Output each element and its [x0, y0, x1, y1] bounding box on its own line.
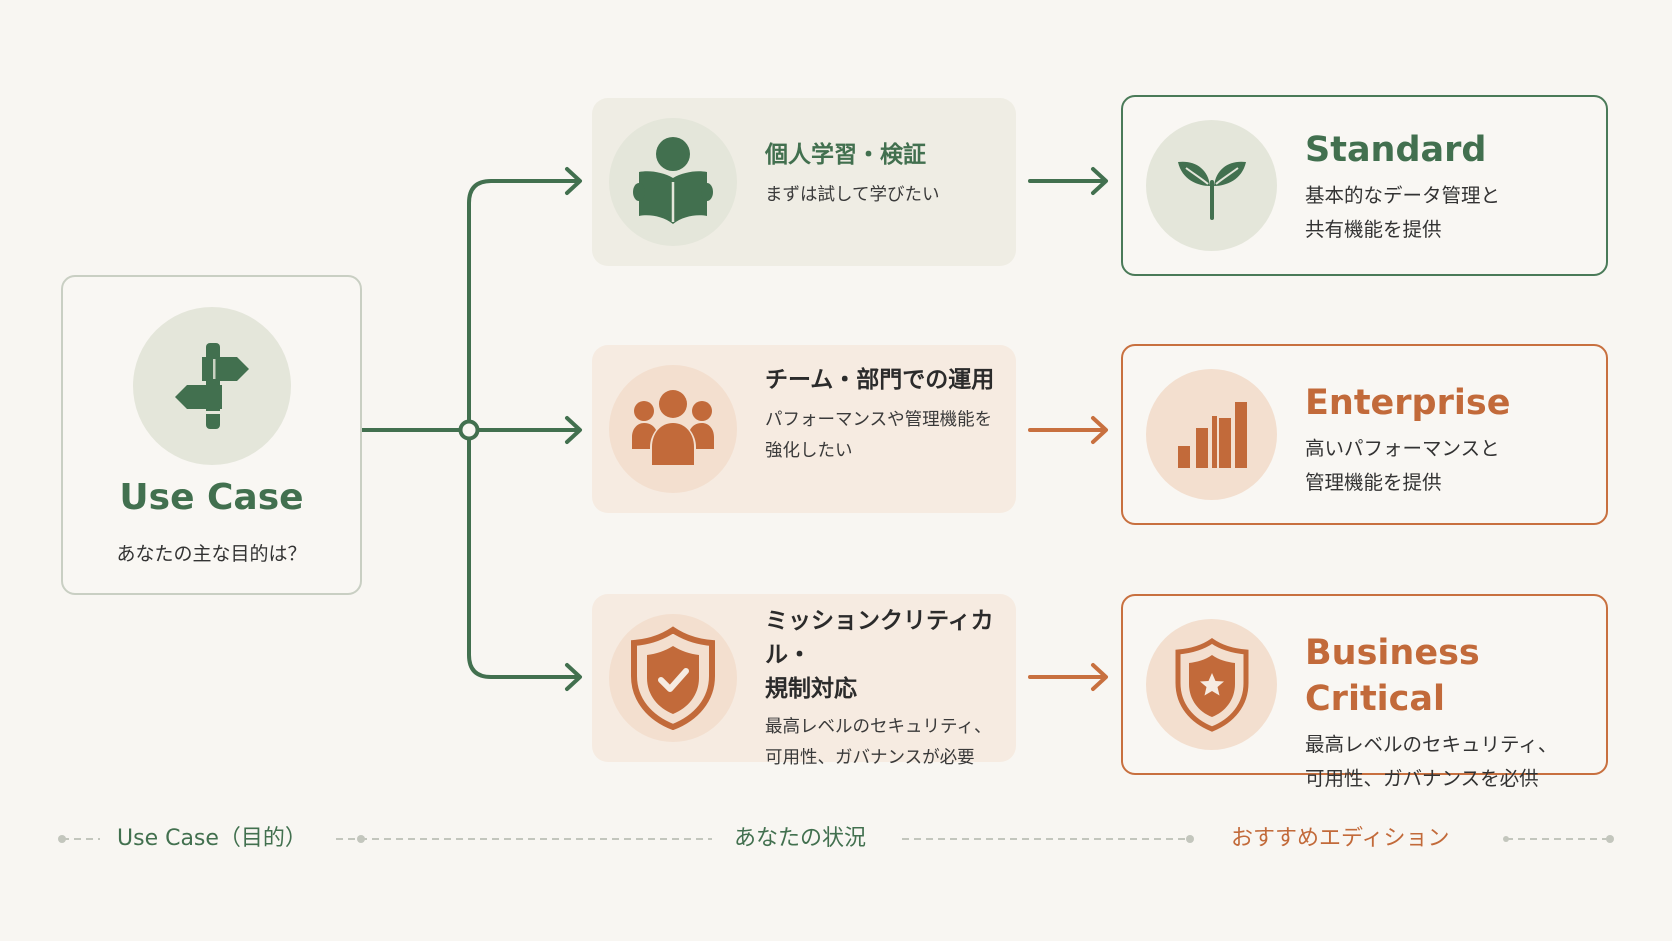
edition-icon-circle — [1146, 120, 1277, 251]
edition-desc-line: 高いパフォーマンスと — [1305, 437, 1500, 460]
edition-desc-line: 管理機能を提供 — [1305, 471, 1442, 494]
situation-card-personal[interactable]: 個人学習・検証 まずは試して学びたい — [592, 98, 1016, 266]
shield-star-icon — [1175, 637, 1248, 732]
team-icon — [632, 390, 714, 465]
connector-standard — [1028, 167, 1108, 195]
arrowhead-middle — [565, 416, 582, 444]
legend-dot — [1503, 836, 1509, 842]
connector-business-critical — [1028, 663, 1108, 691]
situation-desc-line: 最高レベルのセキュリティ、 — [765, 717, 992, 737]
legend-dot — [1606, 835, 1614, 843]
sprout-icon — [1177, 161, 1246, 220]
arrowhead-bottom — [565, 663, 582, 691]
edition-name: Business Critical — [1305, 633, 1480, 719]
junction-node — [458, 419, 480, 441]
situation-title: チーム・部門での運用 — [765, 367, 995, 393]
situation-desc: パフォーマンスや管理機能を 強化したい — [765, 405, 1004, 467]
edition-desc: 高いパフォーマンスと 管理機能を提供 — [1305, 432, 1596, 500]
edition-desc-line: 基本的なデータ管理と — [1305, 184, 1501, 207]
situation-title: 個人学習・検証 — [765, 142, 926, 168]
situation-desc: まずは試して学びたい — [765, 185, 940, 205]
situation-text: チーム・部門での運用 パフォーマンスや管理機能を 強化したい — [765, 363, 1004, 467]
situation-desc-line: 可用性、ガバナンスが必要 — [765, 748, 975, 768]
situation-desc: 最高レベルのセキュリティ、 可用性、ガバナンスが必要 — [765, 712, 1004, 774]
situation-desc-line: パフォーマンスや管理機能を — [765, 410, 993, 430]
edition-desc-line: 最高レベルのセキュリティ、 — [1305, 733, 1558, 756]
use-case-subtitle: あなたの主な目的は？ — [116, 543, 307, 565]
edition-desc-line: 共有機能を提供 — [1305, 218, 1442, 241]
legend-dot — [357, 835, 365, 843]
edition-desc: 最高レベルのセキュリティ、 可用性、ガバナンスを必供 — [1305, 728, 1596, 796]
edition-text: Standard 基本的なデータ管理と 共有機能を提供 — [1305, 127, 1596, 247]
legend-dot — [58, 835, 66, 843]
use-case-title: Use Case — [119, 477, 304, 518]
reader-icon — [633, 137, 713, 224]
edition-desc-line: 可用性、ガバナンスを必供 — [1305, 767, 1539, 790]
edition-card-enterprise[interactable]: Enterprise 高いパフォーマンスと 管理機能を提供 — [1121, 344, 1608, 525]
connector-branch-bottom — [467, 436, 580, 679]
signpost-icon — [175, 343, 249, 429]
connector-enterprise — [1028, 416, 1108, 444]
situation-title-line: 規制対応 — [765, 676, 857, 702]
situation-title: ミッションクリティカル・ 規制対応 — [765, 604, 1004, 706]
legend-dot — [1186, 835, 1194, 843]
shield-check-icon — [631, 626, 715, 730]
situation-desc-line: 強化したい — [765, 441, 853, 461]
situation-icon-circle — [609, 614, 737, 742]
legend-use-case: Use Case（目的） — [117, 826, 307, 851]
situation-title-line: ミッションクリティカル・ — [765, 608, 994, 668]
situation-text: ミッションクリティカル・ 規制対応 最高レベルのセキュリティ、 可用性、ガバナン… — [765, 604, 1004, 774]
situation-text: 個人学習・検証 まずは試して学びたい — [765, 138, 1004, 211]
edition-card-business-critical[interactable]: Business Critical 最高レベルのセキュリティ、 可用性、ガバナン… — [1121, 594, 1608, 790]
situation-card-mission-critical[interactable]: ミッションクリティカル・ 規制対応 最高レベルのセキュリティ、 可用性、ガバナン… — [592, 594, 1016, 768]
edition-card-standard[interactable]: Standard 基本的なデータ管理と 共有機能を提供 — [1121, 95, 1608, 276]
edition-icon-circle — [1146, 619, 1277, 750]
situation-icon-circle — [609, 118, 737, 246]
bar-chart-icon — [1177, 401, 1247, 468]
edition-icon-circle — [1146, 369, 1277, 500]
edition-text: Business Critical 最高レベルのセキュリティ、 可用性、ガバナン… — [1305, 630, 1596, 796]
situation-card-team[interactable]: チーム・部門での運用 パフォーマンスや管理機能を 強化したい — [592, 345, 1016, 513]
use-case-card: Use Case あなたの主な目的は？ — [61, 275, 362, 595]
edition-text: Enterprise 高いパフォーマンスと 管理機能を提供 — [1305, 380, 1596, 500]
situation-icon-circle — [609, 365, 737, 493]
use-case-icon-circle — [133, 307, 291, 465]
legend-situation: あなたの状況 — [734, 826, 867, 851]
edition-name: Enterprise — [1305, 383, 1511, 423]
edition-name: Standard — [1305, 130, 1487, 170]
edition-desc: 基本的なデータ管理と 共有機能を提供 — [1305, 179, 1596, 247]
legend-edition: おすすめエディション — [1231, 826, 1450, 851]
connector-branch-top — [467, 179, 580, 424]
arrowhead-top — [565, 167, 582, 195]
